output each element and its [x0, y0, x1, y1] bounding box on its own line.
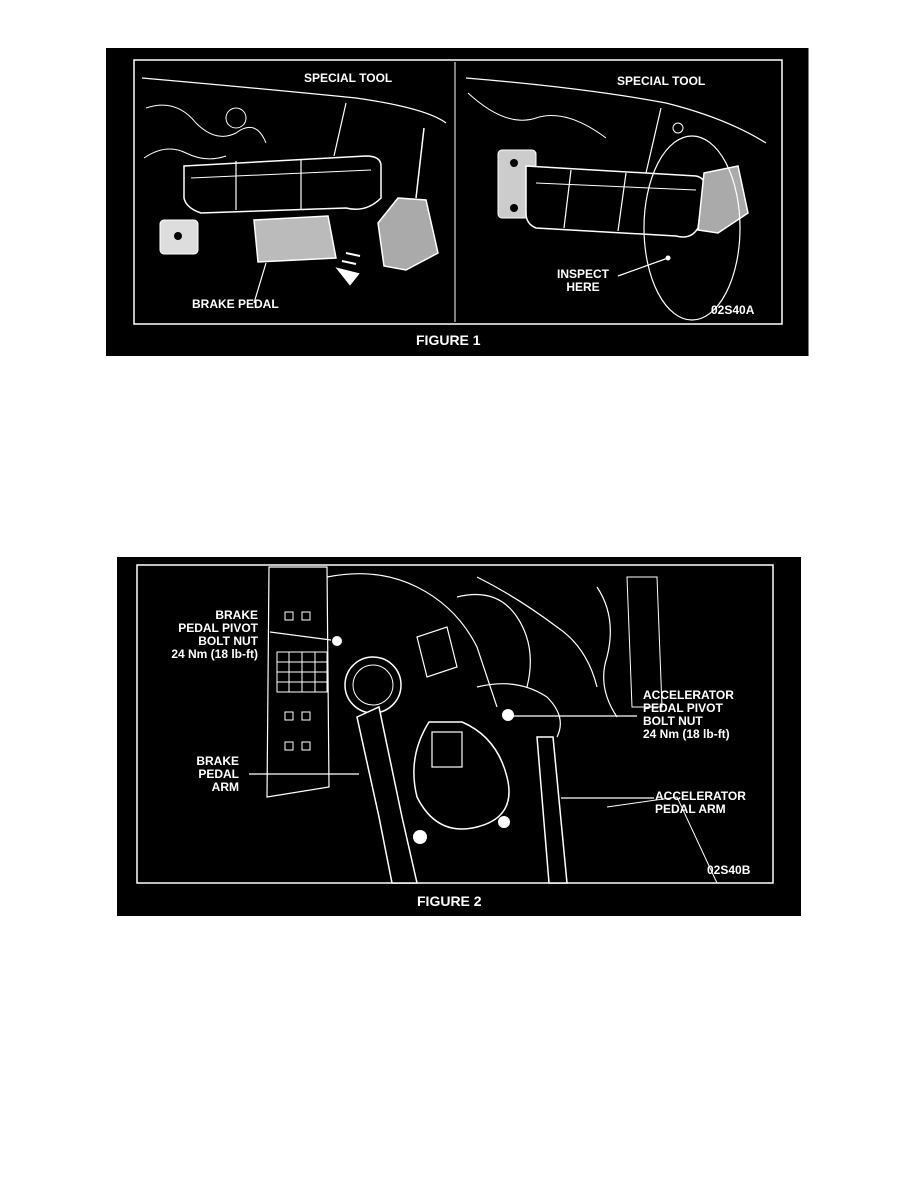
- figure-2-brake-arm-label: BRAKE PEDAL ARM: [179, 755, 239, 794]
- figure-2-brake-pivot-line1: BRAKE: [215, 608, 258, 622]
- figure-2-accel-arm-line2: PEDAL ARM: [655, 802, 726, 816]
- figure-1-illustration: [133, 48, 810, 356]
- figure-2-caption: FIGURE 2: [417, 893, 482, 909]
- figure-2-illustration: [136, 564, 774, 884]
- figure-2-brake-arm-line1: BRAKE: [196, 754, 239, 768]
- figure-2-code: 02S40B: [707, 863, 751, 877]
- figure-1-special-tool-label-left: SPECIAL TOOL: [304, 71, 393, 85]
- figure-1-caption: FIGURE 1: [416, 332, 481, 348]
- figure-2-accel-pivot-line1: ACCELERATOR: [643, 688, 734, 702]
- figure-1: SPECIAL TOOL BRAKE PEDAL SPECIAL TOOL IN…: [106, 48, 810, 356]
- figure-2-accel-pivot-line3: BOLT NUT: [643, 714, 703, 728]
- figure-2-brake-pivot-line2: PEDAL PIVOT: [178, 621, 258, 635]
- figure-2-accel-pivot-label: ACCELERATOR PEDAL PIVOT BOLT NUT 24 Nm (…: [643, 689, 734, 741]
- figure-2-brake-arm-line2: PEDAL: [198, 767, 239, 781]
- figure-1-special-tool-label-right: SPECIAL TOOL: [617, 74, 706, 88]
- figure-2-accel-pivot-line4: 24 Nm (18 lb-ft): [643, 727, 730, 741]
- figure-2: BRAKE PEDAL PIVOT BOLT NUT 24 Nm (18 lb-…: [117, 557, 801, 916]
- figure-1-code: 02S40A: [711, 303, 755, 317]
- figure-1-inspect-line1: INSPECT: [556, 267, 609, 281]
- figure-1-inspect-line2: HERE: [566, 280, 600, 294]
- figure-2-accel-arm-line1: ACCELERATOR: [655, 789, 746, 803]
- figure-2-brake-pivot-label: BRAKE PEDAL PIVOT BOLT NUT 24 Nm (18 lb-…: [143, 609, 258, 661]
- figure-1-brake-pedal-label: BRAKE PEDAL: [192, 297, 279, 311]
- figure-2-brake-pivot-line4: 24 Nm (18 lb-ft): [171, 647, 258, 661]
- figure-2-brake-arm-line3: ARM: [211, 780, 239, 794]
- figure-2-accel-arm-label: ACCELERATOR PEDAL ARM: [655, 790, 746, 816]
- figure-2-accel-pivot-line2: PEDAL PIVOT: [643, 701, 723, 715]
- figure-1-inspect-label: INSPECT HERE: [540, 268, 626, 294]
- figure-2-brake-pivot-line3: BOLT NUT: [198, 634, 258, 648]
